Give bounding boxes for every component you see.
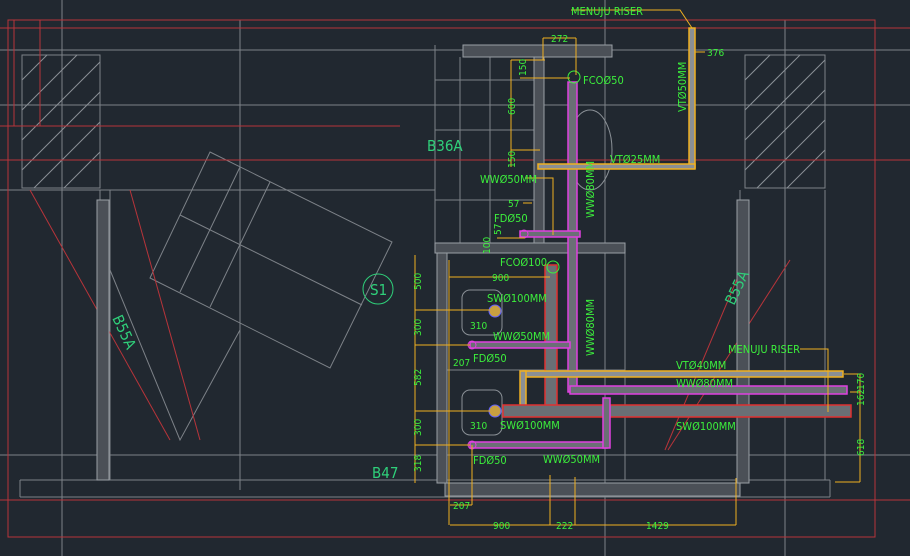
- dimension-lines: [414, 9, 861, 526]
- label-ww80-vertical-mid: WWØ80MM: [584, 299, 597, 356]
- toilet-outlet-icon: [488, 404, 502, 418]
- toilet-outlet-icon: [488, 304, 502, 318]
- dim-57b: 57: [493, 224, 504, 235]
- dim-500: 500: [413, 273, 424, 290]
- dim-57a: 57: [508, 199, 519, 210]
- label-ww80-horizontal: WWØ80MM: [676, 377, 733, 390]
- dim-150b: 150: [507, 151, 518, 168]
- dimension-labels: 272 376 150 600 150 57 57 100 900 500 30…: [413, 34, 867, 532]
- label-vt25: VTØ25MM: [610, 153, 660, 166]
- dim-1429: 1429: [646, 521, 669, 532]
- label-ww50-bottom: WWØ50MM: [543, 453, 600, 466]
- label-fd50-top: FDØ50: [494, 212, 528, 225]
- dim-600: 600: [507, 98, 518, 115]
- label-sw100-b: SWØ100MM: [500, 419, 560, 432]
- dim-310b: 310: [470, 421, 487, 432]
- label-fd50-bottom: FDØ50: [473, 454, 507, 467]
- dim-582: 582: [413, 369, 424, 386]
- ww-bottom-riser: [602, 397, 611, 449]
- dim-618: 618: [856, 439, 867, 456]
- dim-207a: 207: [453, 358, 470, 369]
- dim-376: 376: [707, 48, 724, 59]
- dim-207b: 207: [453, 501, 470, 512]
- pipes: [362, 27, 852, 450]
- pipe-labels: MENUJU RISER VTØ50MM FCOØ50 VTØ25MM WWØ5…: [473, 5, 800, 467]
- dim-222: 222: [556, 521, 573, 532]
- dim-310a: 310: [470, 321, 487, 332]
- dim-318: 318: [413, 455, 424, 472]
- label-fd50-mid: FDØ50: [473, 352, 507, 365]
- dim-900: 900: [493, 521, 510, 532]
- label-vt50: VTØ50MM: [676, 62, 689, 112]
- room-label-b47: B47: [372, 464, 398, 482]
- label-sw100-a: SWØ100MM: [487, 292, 547, 305]
- dim-900-top: 900: [492, 273, 509, 284]
- dim-300a: 300: [413, 319, 424, 336]
- hatched-columns: [21, 54, 826, 189]
- ww50-top-pipe: [519, 230, 581, 238]
- vt50-riser-pipe: [688, 27, 696, 169]
- ww50-bottom-pipe: [469, 441, 608, 449]
- label-fco100: FCOØ100: [500, 256, 547, 269]
- label-sw100-horizontal: SWØ100MM: [676, 420, 736, 433]
- dim-300b: 300: [413, 419, 424, 436]
- border-lines: [0, 19, 910, 538]
- dim-162: 162: [856, 389, 867, 406]
- label-riser-top: MENUJU RISER: [571, 5, 643, 18]
- vt25-pipe: [537, 163, 696, 170]
- dim-150a: 150: [518, 59, 529, 76]
- fco50-icon: [567, 70, 581, 84]
- section-marker-label: S1: [370, 281, 387, 299]
- label-ww50-mid: WWØ50MM: [493, 330, 550, 343]
- fco100-icon: [546, 260, 560, 274]
- room-label-b36a: B36A: [427, 137, 463, 155]
- ww80-horizontal-pipe: [569, 385, 848, 395]
- label-riser-right: MENUJU RISER: [728, 343, 800, 356]
- label-ww80-vertical-top: WWØ80MM: [584, 161, 597, 218]
- dim-272: 272: [551, 34, 568, 45]
- vt40-drop: [519, 370, 527, 410]
- dim-170: 170: [856, 373, 867, 390]
- label-vt40: VTØ40MM: [676, 359, 726, 372]
- dim-100: 100: [482, 237, 493, 254]
- section-marker: [362, 273, 394, 305]
- label-ww50-top: WWØ50MM: [480, 173, 537, 186]
- label-fco50: FCOØ50: [583, 74, 624, 87]
- sw100-horizontal-pipe: [502, 404, 852, 418]
